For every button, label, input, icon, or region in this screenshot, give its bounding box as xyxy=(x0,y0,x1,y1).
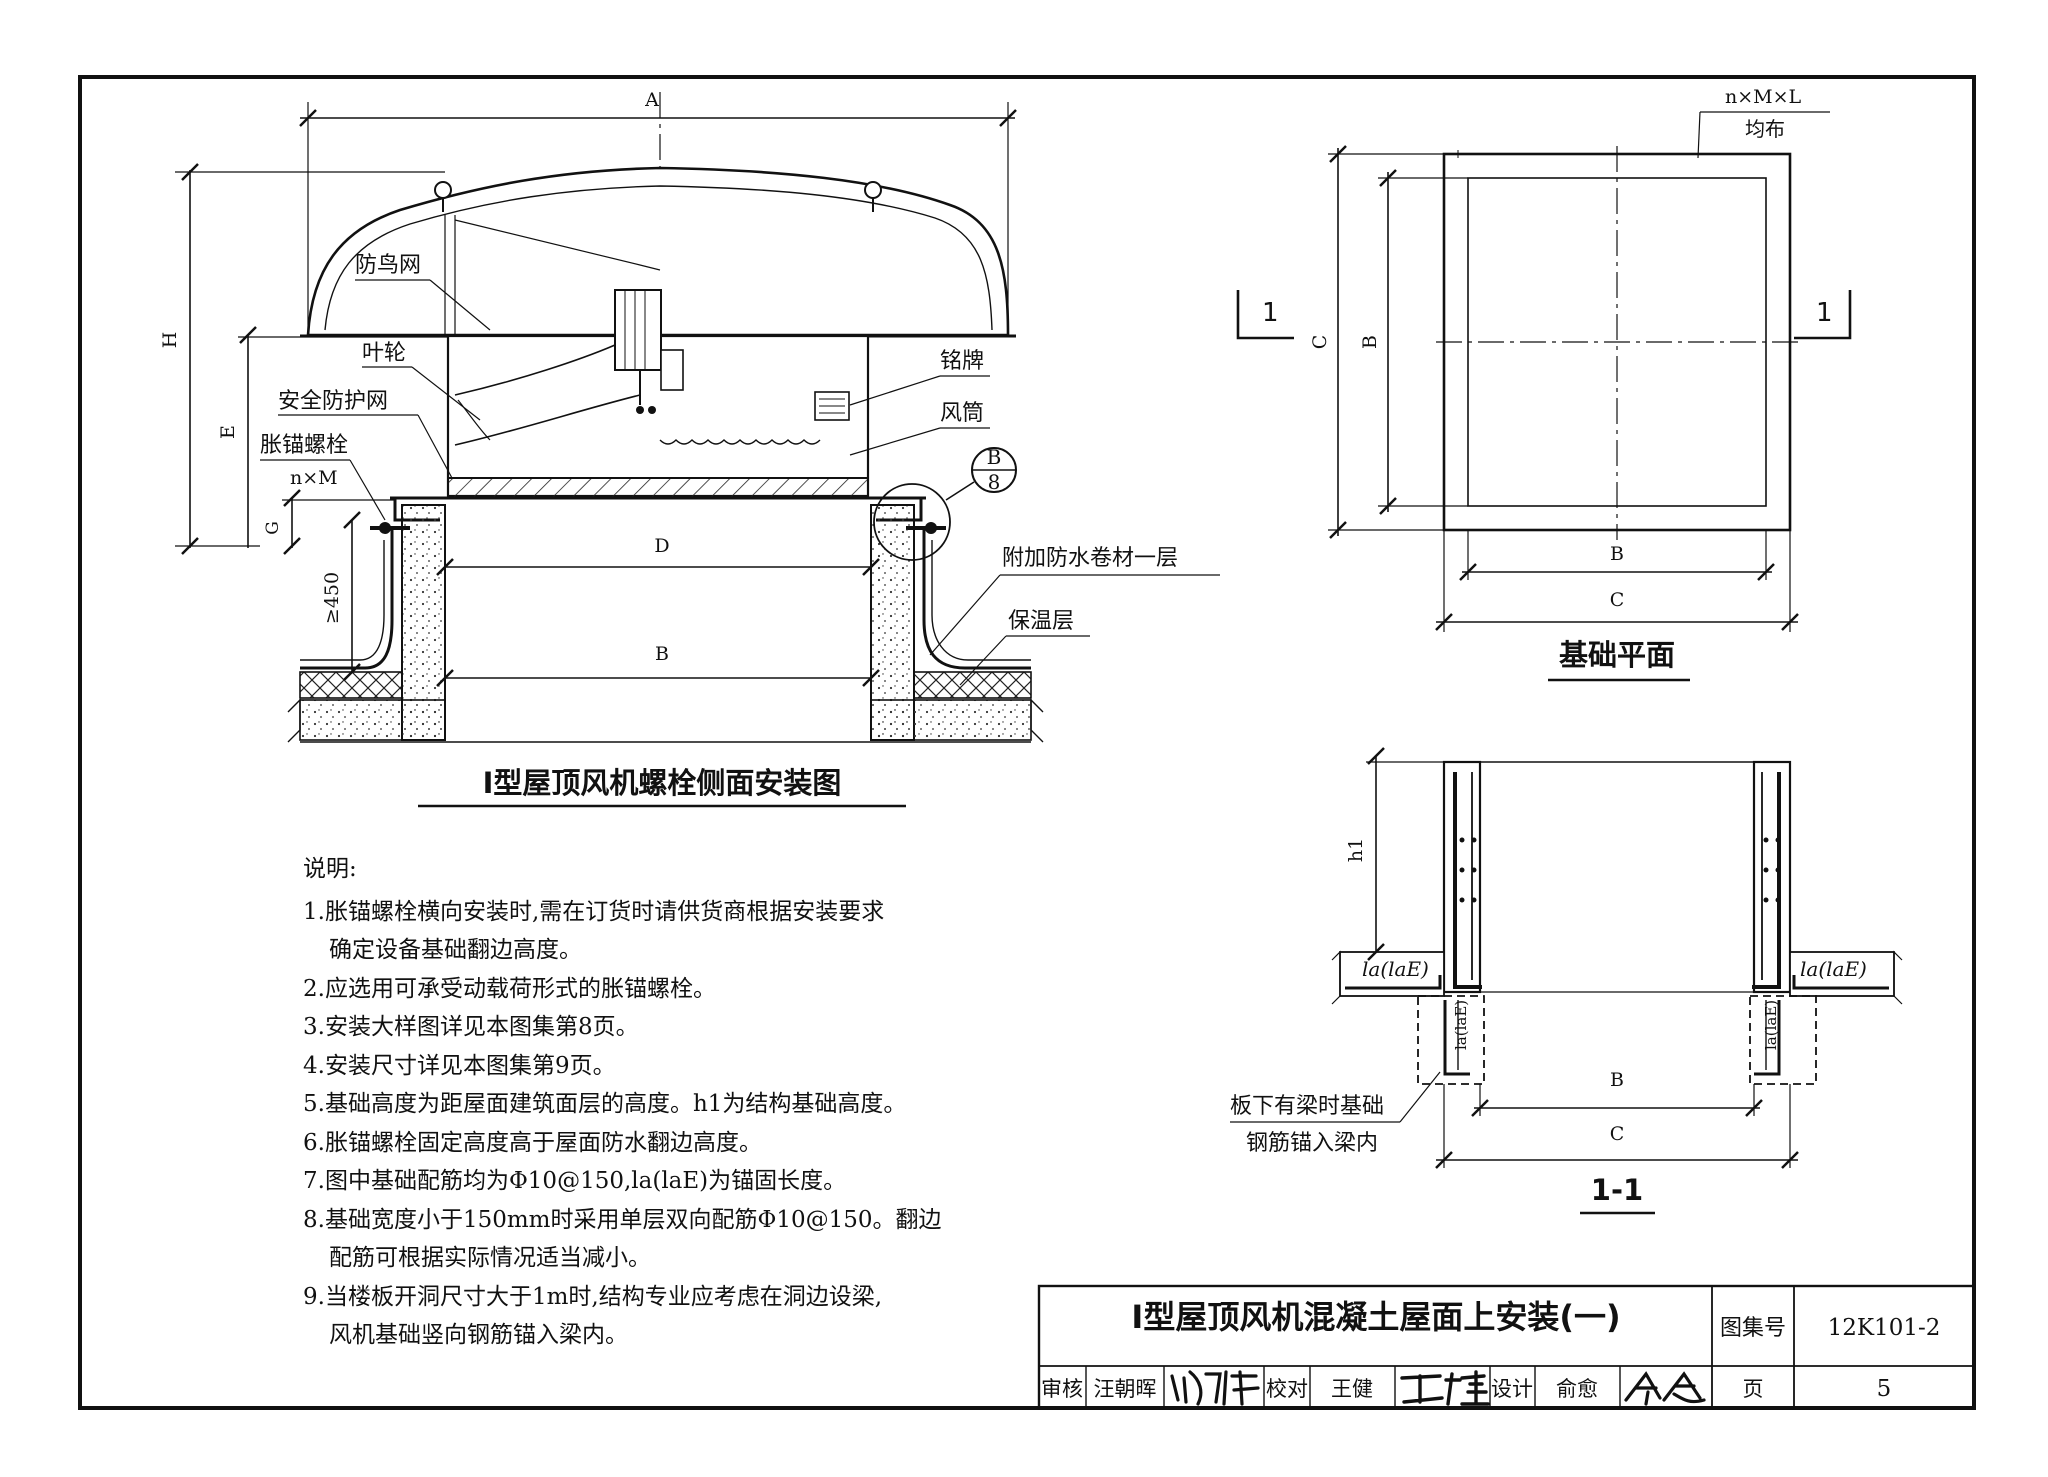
designer-signature xyxy=(1624,1371,1706,1406)
label-anchor-bolt: 胀锚螺栓 xyxy=(260,433,348,458)
dim-D: D xyxy=(654,535,669,557)
note-item: 9.当楼板开洞尺寸大于1m时,结构专业应考虑在洞边设梁, xyxy=(303,1283,883,1310)
section-1-1: la(laE) la(laE) la(laE) la(laE) h1 B C 板… xyxy=(1230,747,1903,1215)
sheet-border xyxy=(78,75,1976,1410)
foundation-plan: 1 1 n×M×L 均布 C B B C 基础 xyxy=(1236,86,1852,682)
section-mark-right: 1 xyxy=(1816,298,1833,328)
label-bird-net: 防鸟网 xyxy=(355,253,421,278)
label-bolt-count: n×M xyxy=(290,467,338,489)
dim-B-main: B xyxy=(655,643,669,665)
section-la-vertical-left: la(laE) xyxy=(1452,1000,1470,1050)
dim-E: E xyxy=(217,425,239,439)
dim-A: A xyxy=(644,89,659,111)
dim-min-height: ≥450 xyxy=(321,572,343,624)
label-waterproof: 附加防水卷材一层 xyxy=(1002,546,1178,571)
note-item: 配筋可根据实际情况适当减小。 xyxy=(329,1245,651,1271)
section-mark-left: 1 xyxy=(1262,298,1279,328)
design-label: 设计 xyxy=(1491,1377,1533,1401)
general-notes: 说明: 1.胀锚螺栓横向安装时,需在订货时请供货商根据安装要求 确定设备基础翻边… xyxy=(303,850,963,1355)
label-impeller: 叶轮 xyxy=(362,341,406,366)
main-drawing-title: I型屋顶风机螺栓侧面安装图 xyxy=(483,766,842,800)
notes-heading: 说明: xyxy=(303,856,357,882)
detail-ref-top: B xyxy=(987,445,1002,469)
note-item: 8.基础宽度小于150mm时采用单层双向配筋Φ10@150。翻边 xyxy=(303,1206,942,1233)
fan-side-view: A xyxy=(159,89,1220,808)
atlas-number: 12K101-2 xyxy=(1828,1315,1941,1341)
note-item: 4.安装尺寸详见本图集第9页。 xyxy=(303,1052,616,1079)
note-item: 6.胀锚螺栓固定高度高于屋面防水翻边高度。 xyxy=(303,1129,762,1156)
page-label: 页 xyxy=(1743,1377,1764,1401)
plan-dim-B-horizontal: B xyxy=(1610,543,1624,565)
designer-name: 俞愈 xyxy=(1556,1377,1598,1401)
section-beam-note-2: 钢筋锚入梁内 xyxy=(1246,1131,1378,1156)
atlas-label: 图集号 xyxy=(1720,1316,1786,1341)
label-duct: 风筒 xyxy=(940,401,984,426)
section-dim-h1: h1 xyxy=(1345,838,1367,862)
title-block: I型屋顶风机混凝土屋面上安装(一) 图集号 12K101-2 审核 汪朝晖 校对… xyxy=(1037,1284,1976,1410)
detail-ref-bottom: 8 xyxy=(988,470,1001,494)
note-item: 7.图中基础配筋均为Φ10@150,la(laE)为锚固长度。 xyxy=(303,1168,847,1194)
note-item: 1.胀锚螺栓横向安装时,需在订货时请供货商根据安装要求 xyxy=(303,898,885,925)
label-insulation: 保温层 xyxy=(1008,609,1074,634)
section-la-right: la(laE) xyxy=(1800,957,1867,981)
note-item: 2.应选用可承受动载荷形式的胀锚螺栓。 xyxy=(303,975,716,1002)
plan-title: 基础平面 xyxy=(1559,638,1675,672)
plan-rebar-note-2: 均布 xyxy=(1745,117,1785,141)
section-title: 1-1 xyxy=(1591,1173,1643,1207)
dim-G: G xyxy=(263,521,283,535)
reviewer-name: 汪朝晖 xyxy=(1094,1377,1157,1401)
note-item: 风机基础竖向钢筋锚入梁内。 xyxy=(329,1322,628,1348)
plan-dim-C-horizontal: C xyxy=(1610,589,1625,611)
section-beam-note: 板下有梁时基础 xyxy=(1230,1094,1384,1119)
title-block-title: I型屋顶风机混凝土屋面上安装(一) xyxy=(1131,1298,1620,1336)
note-item: 3.安装大样图详见本图集第8页。 xyxy=(303,1014,639,1040)
plan-dim-B-vertical: B xyxy=(1359,335,1381,349)
label-safety-net: 安全防护网 xyxy=(278,389,388,414)
page-number: 5 xyxy=(1877,1376,1892,1402)
check-label: 校对 xyxy=(1266,1377,1308,1401)
plan-rebar-note: n×M×L xyxy=(1725,86,1802,108)
checker-signature xyxy=(1400,1370,1490,1406)
section-dim-C: C xyxy=(1610,1123,1625,1145)
note-item: 确定设备基础翻边高度。 xyxy=(329,937,582,963)
dim-H: H xyxy=(159,332,181,349)
section-dim-B: B xyxy=(1610,1069,1624,1091)
section-la-left: la(laE) xyxy=(1362,957,1429,981)
checker-name: 王健 xyxy=(1331,1377,1373,1401)
note-item: 5.基础高度为距屋面建筑面层的高度。h1为结构基础高度。 xyxy=(303,1091,907,1117)
reviewer-signature xyxy=(1170,1370,1260,1406)
plan-dim-C-vertical: C xyxy=(1309,335,1331,350)
section-la-vertical-right: la(laE) xyxy=(1762,1000,1780,1050)
review-label: 审核 xyxy=(1041,1377,1083,1401)
label-nameplate: 铭牌 xyxy=(940,349,984,374)
